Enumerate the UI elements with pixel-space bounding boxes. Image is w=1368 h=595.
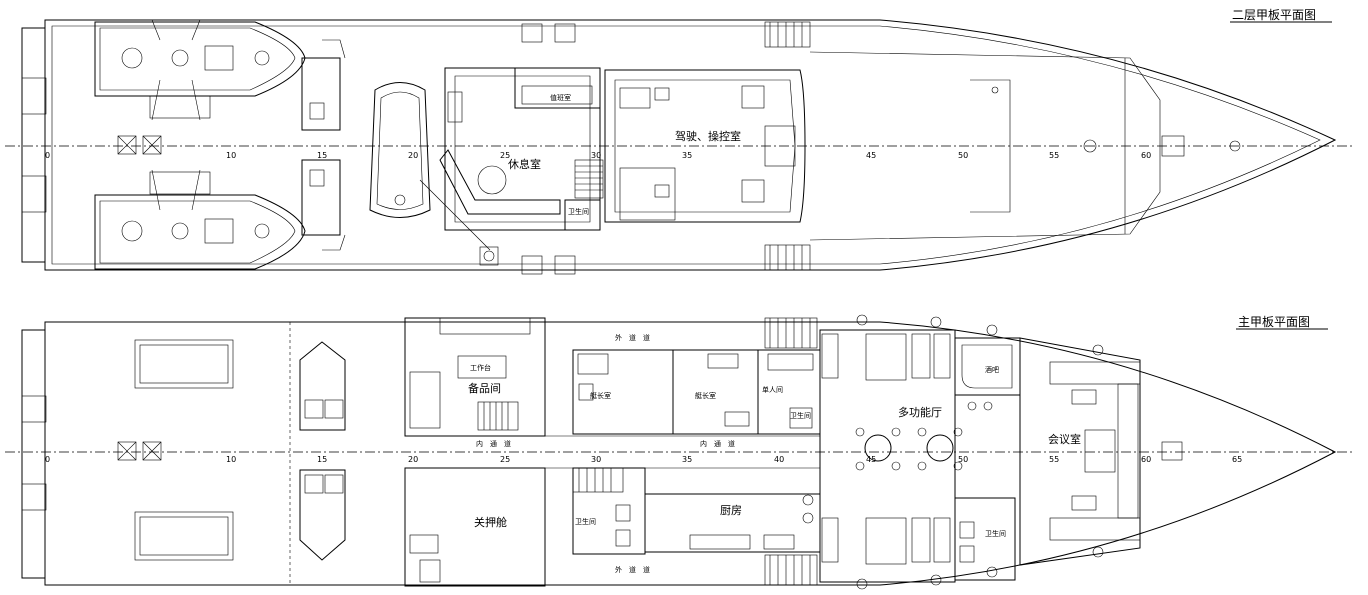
main-room-multi-hall: 多功能厅	[898, 405, 942, 419]
upper-superstructure	[444, 67, 601, 231]
main-outer-corridor-top: 外 道 道	[615, 333, 650, 342]
main-room-store: 备品间	[468, 381, 501, 395]
upper-tick-55: 55	[1049, 151, 1059, 160]
upper-tick-60: 60	[1141, 151, 1151, 160]
upper-deck-plan: 0 10 15 20 25 30 35 45 50 55 60 休息室 驾驶、操…	[5, 8, 1355, 275]
upper-stairs	[574, 159, 604, 199]
upper-tick-25: 25	[500, 151, 510, 160]
rescue-boat-bottom	[94, 169, 306, 270]
main-tick-15: 15	[317, 455, 327, 464]
main-tick-30: 30	[591, 455, 601, 464]
sofas-bottom	[821, 517, 951, 565]
upper-tick-30: 30	[591, 151, 601, 160]
upper-room-bridge: 驾驶、操控室	[675, 129, 741, 143]
upper-tick-15: 15	[317, 151, 327, 160]
upper-hull-inner-line	[51, 25, 1321, 265]
main-inner-corridor-left: 内 通 道	[476, 439, 511, 448]
main-room-bar: 酒吧	[985, 366, 999, 374]
rescue-boat-top	[94, 19, 306, 121]
upper-hull-outline	[44, 19, 1337, 271]
main-room-toilet-lower: 卫生间	[575, 517, 596, 526]
upper-deck-title: 二层甲板平面图	[1232, 8, 1316, 22]
main-tick-35: 35	[682, 455, 692, 464]
meeting-room	[1019, 337, 1141, 566]
main-tick-45: 45	[866, 455, 876, 464]
upper-tick-35: 35	[682, 151, 692, 160]
main-room-captain-left: 艇长室	[590, 391, 611, 400]
main-room-galley: 厨房	[720, 504, 742, 517]
main-room-toilet-small: 卫生间	[790, 411, 811, 420]
upper-tick-10: 10	[226, 151, 236, 160]
round-table-icon	[855, 427, 963, 471]
bridge-side-ladder-top	[764, 21, 811, 48]
main-deck-title: 主甲板平面图	[1238, 315, 1310, 329]
main-tick-25: 25	[500, 455, 510, 464]
upper-room-toilet: 卫生间	[568, 207, 589, 216]
main-room-meeting: 会议室	[1048, 432, 1081, 446]
hatch-icon	[117, 441, 162, 461]
main-frame-ticks: 0 10 15 20 25 30 35 40 45 50 55 60 65	[45, 455, 1242, 464]
main-tick-40: 40	[774, 455, 784, 464]
main-deck-plan: 0 10 15 20 25 30 35 40 45 50 55 60 65 备品…	[5, 314, 1355, 590]
bridge-room	[604, 69, 806, 223]
main-tick-10: 10	[226, 455, 236, 464]
main-outer-corridor-bottom: 外 道 道	[615, 565, 650, 574]
main-tick-60: 60	[1141, 455, 1151, 464]
main-tick-55: 55	[1049, 455, 1059, 464]
main-stairs-top	[764, 317, 818, 349]
main-tick-50: 50	[958, 455, 968, 464]
bridge-side-ladder-bottom	[764, 244, 811, 271]
upper-room-small-cabin: 值班室	[550, 93, 571, 102]
main-room-detention: 关押舱	[474, 515, 507, 529]
mooring-bitt-icon	[117, 135, 162, 155]
upper-tick-0: 0	[45, 151, 50, 160]
main-room-store-sign: 工作台	[470, 363, 491, 372]
main-stairs-bottom	[764, 554, 818, 586]
upper-tick-50: 50	[958, 151, 968, 160]
main-tick-0: 0	[45, 455, 50, 464]
upper-room-lounge: 休息室	[508, 157, 541, 171]
inflatable-raft	[369, 82, 499, 266]
upper-frame-ticks: 0 10 15 20 25 30 35 45 50 55 60	[45, 151, 1151, 160]
main-tick-65: 65	[1232, 455, 1242, 464]
upper-tick-45: 45	[866, 151, 876, 160]
main-tick-20: 20	[408, 455, 418, 464]
multi-function-hall	[819, 329, 956, 583]
sofas-top	[821, 333, 951, 381]
main-room-single: 单人间	[762, 385, 783, 394]
main-stairs-lower-left	[572, 467, 624, 493]
main-room-toilet-right: 卫生间	[985, 529, 1006, 538]
main-inner-corridor-right: 内 通 道	[700, 439, 735, 448]
upper-tick-20: 20	[408, 151, 418, 160]
main-room-captain-right: 艇长室	[695, 391, 716, 400]
